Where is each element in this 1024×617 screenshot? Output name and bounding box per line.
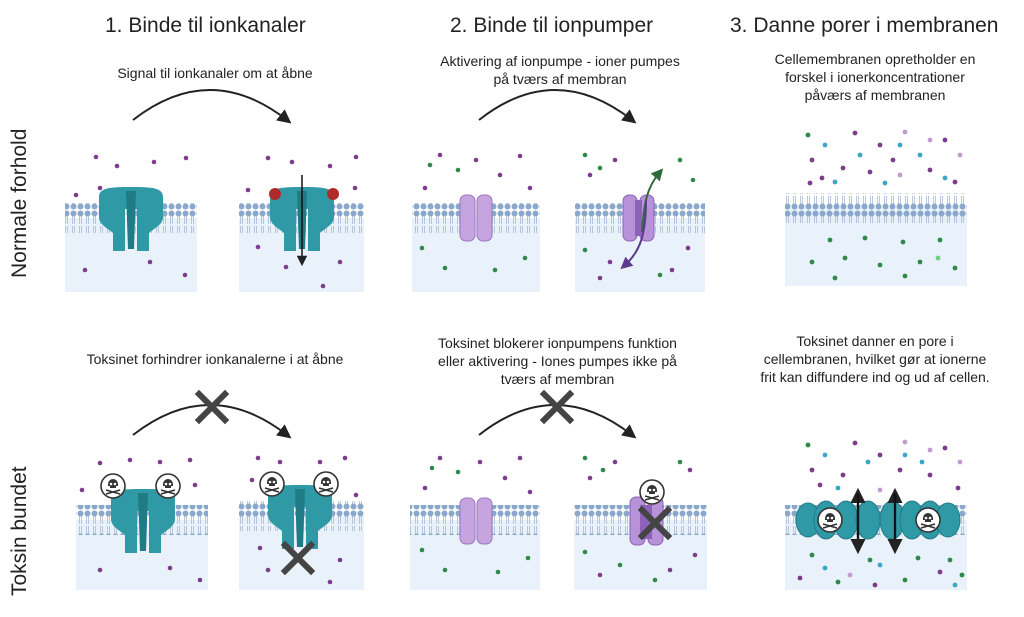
x-cross-icon: [544, 394, 570, 420]
curved-arrow-icon: [478, 89, 637, 124]
column-title-pores: 3. Danne porer i membranen: [730, 14, 999, 37]
caption-pump-toxin: Toksinet blokerer ionpumpens funktion el…: [438, 335, 677, 387]
column-title-ion-channels: 1. Binde til ionkanaler: [105, 14, 306, 37]
column-title-ion-pumps: 2. Binde til ionpumper: [450, 14, 654, 37]
ligand-icon: [269, 188, 281, 200]
ligand-icon: [327, 188, 339, 200]
caption-pore-normal: Cellemembranen opretholder en forskel i …: [774, 51, 976, 103]
skull-crossbones-icon: [817, 507, 843, 533]
skull-crossbones-icon: [155, 473, 181, 499]
caption-pore-toxin: Toksinet danner en pore i cellembranen, …: [760, 333, 990, 385]
skull-crossbones-icon: [100, 473, 126, 499]
panel-pore-normal: [785, 129, 967, 286]
caption-channel-toxin: Toksinet forhindrer ionkanalerne i at åb…: [86, 351, 344, 367]
panel-pump-normal: [412, 89, 705, 292]
caption-channel-normal: Signal til ionkanaler om at åbne: [117, 65, 313, 81]
curved-arrow-icon: [132, 89, 292, 124]
row-label-normal: Normale forhold: [8, 128, 31, 278]
skull-crossbones-icon: [259, 471, 285, 497]
panel-channel-normal: [65, 89, 364, 292]
caption-pump-normal: Aktivering af ionpumpe - ioner pumpes på…: [440, 53, 680, 87]
panel-pore-toxin: [785, 439, 967, 590]
panel-channel-toxin: [76, 394, 364, 590]
row-label-toxin: Toksin bundet: [8, 466, 31, 596]
x-cross-icon: [199, 394, 225, 420]
skull-crossbones-icon: [313, 471, 339, 497]
panel-pump-toxin: [410, 394, 707, 590]
skull-crossbones-icon: [639, 479, 665, 505]
skull-crossbones-icon: [915, 507, 941, 533]
